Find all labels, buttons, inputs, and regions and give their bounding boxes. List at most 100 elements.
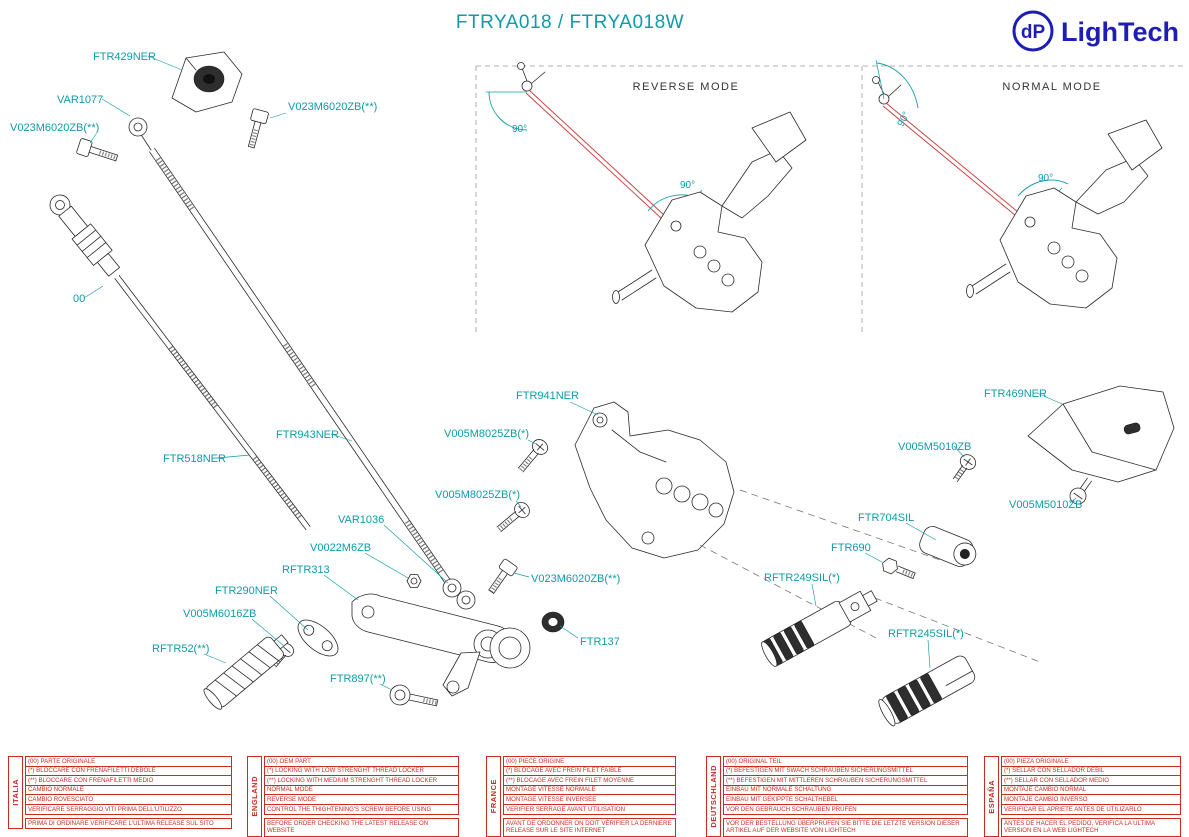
part-label-17: FTR897(**) xyxy=(330,673,386,685)
legend-row: VERIFICAR EL APRIETE ANTES DE UTILIZARLO xyxy=(1004,805,1142,813)
legend-row: (**) BLOCAGE AVEC FREIN FILET MOYENNE xyxy=(504,776,675,786)
footpeg-assembly xyxy=(699,489,1041,727)
legend-box-england: ENGLAND(00) OEM PART(*) LOCKING WITH LOW… xyxy=(247,756,459,837)
part-label-21: V005M5010ZB xyxy=(898,441,971,453)
leader-line-20 xyxy=(1036,392,1063,405)
leader-line-8 xyxy=(569,401,599,416)
leader-line-19 xyxy=(559,625,579,639)
reverse-mode-inset xyxy=(486,62,807,313)
legend-row: (**) LOCKING WITH MEDIUM STRENGHT THREAD… xyxy=(265,776,458,786)
legend-row: CAMBIO NORMALE xyxy=(26,786,231,796)
part-label-12: V0022M6ZB xyxy=(310,542,371,554)
part-label-11: VAR1036 xyxy=(338,514,384,526)
part-label-23: FTR704SIL xyxy=(858,512,914,524)
legend-row: CAMBIO ROVESCIATO xyxy=(26,795,231,806)
inset-dividers xyxy=(475,65,1185,332)
lightech-logo: dP LighTech xyxy=(1007,6,1179,58)
part-label-18: V023M6020ZB(**) xyxy=(531,573,620,585)
part-label-6: FTR518NER xyxy=(163,453,226,465)
legend-language-strip: ESPAÑA xyxy=(984,756,999,837)
part-label-20: FTR469NER xyxy=(984,388,1047,400)
part-label-1: FTR429NER xyxy=(93,51,156,63)
legend-row: (*) BLOCAGE AVEC FREIN FILET FAIBLE xyxy=(504,767,675,777)
legend-note: BEFORE ORDER CHECKING THE LATEST RELEASE… xyxy=(264,817,459,837)
clamp-ftr429ner xyxy=(171,51,243,113)
part-label-16: RFTR52(**) xyxy=(152,643,209,655)
oem-part-00 xyxy=(49,194,120,277)
leader-line-12 xyxy=(364,552,409,579)
footpeg-rftr245sil xyxy=(878,655,976,727)
reverse-shift-lever xyxy=(517,62,546,92)
rod-end-var1077 xyxy=(128,117,152,151)
reverse-angle-label-2: 90° xyxy=(680,180,695,191)
legend-row: MONTAJE CAMBIO INVERSO xyxy=(1002,795,1180,806)
bolt-v005m8025zb-2 xyxy=(496,501,530,532)
legend-row: (*) LOCKING WITH LOW STRENGHT THREAD LOC… xyxy=(265,767,458,777)
legend-note: AVANT DE ORDONNER ON DOIT VÉRIFIER LA DE… xyxy=(503,817,676,837)
legend-row: (00) PARTE ORIGINALE xyxy=(26,757,231,767)
leader-line-17 xyxy=(379,683,393,691)
legend-note: PRIMA DI ORDINARE VERIFICARE L'ULTIMA RE… xyxy=(25,817,232,830)
hex-bolt-ftr690 xyxy=(882,557,916,579)
lightech-monogram: dP xyxy=(1021,22,1046,43)
legend-section: ITALIA(00) PARTE ORIGINALE(*) BLOCCARE C… xyxy=(0,756,1189,837)
legend-language-strip: DEUTSCHLAND xyxy=(706,756,721,837)
leader-line-22 xyxy=(1069,497,1077,504)
normal-shift-lever xyxy=(872,76,902,105)
leader-line-26 xyxy=(927,639,931,669)
pivot-boss xyxy=(489,627,531,669)
part-label-10: V005M8025ZB(*) xyxy=(435,489,520,501)
part-label-26: RFTR245SIL(*) xyxy=(888,628,964,640)
heel-plate-ftr469ner xyxy=(1027,385,1175,483)
shift-rod-long xyxy=(149,147,451,585)
legend-row: VERIFICARE SERRAGGIO VITI PRIMA DELL'UTI… xyxy=(28,805,182,813)
legend-row: EINBAU MIT GEKIPPTE SCHALTHEBEL xyxy=(724,795,967,806)
leader-line-13 xyxy=(323,574,359,601)
leader-line-1 xyxy=(147,55,183,71)
link-ftr290ner xyxy=(297,619,339,657)
legend-row: MONTAGE VITESSE NORMALE xyxy=(504,786,675,796)
leader-line-15 xyxy=(251,618,285,647)
rearset-bracket-ftr941ner xyxy=(496,401,735,559)
lightech-emblem-icon: dP xyxy=(1012,10,1054,52)
reverse-angle-label-1: 90° xyxy=(512,124,527,135)
legend-row: (*) SELLAR CON SELLADOR DEBIL xyxy=(1002,767,1180,777)
reverse-rearset-drawing xyxy=(612,111,807,313)
leader-line-16 xyxy=(203,653,227,664)
leader-line-21 xyxy=(953,445,965,458)
leader-line-24 xyxy=(864,552,883,563)
reverse-mode-caption: REVERSE MODE xyxy=(633,81,740,93)
normal-angle-label-2: 90° xyxy=(1038,173,1053,184)
legend-row: CONTROL THE THIGHTENING'S SCREW BEFORE U… xyxy=(267,805,432,813)
bearing-ftr137 xyxy=(541,611,565,633)
heel-guard-assembly xyxy=(952,385,1175,505)
leader-line-10 xyxy=(515,500,522,508)
footpeg-rftr249sil xyxy=(761,590,878,667)
reverse-linkage-rod xyxy=(525,89,679,232)
part-label-2: VAR1077 xyxy=(57,94,103,106)
legend-box-italia: ITALIA(00) PARTE ORIGINALE(*) BLOCCARE C… xyxy=(8,756,232,830)
leader-line-4 xyxy=(269,112,287,119)
normal-mode-inset xyxy=(872,59,1163,309)
legend-row: (00) ORIGINAL TEIL xyxy=(724,757,967,767)
legend-row: (**) SELLAR CON SELLADOR MEDIO xyxy=(1002,776,1180,786)
part-label-24: FTR690 xyxy=(831,542,871,554)
legend-row: (00) PIEZA ORIGINALE xyxy=(1002,757,1180,767)
leader-line-9 xyxy=(527,439,537,445)
legend-language-strip: ITALIA xyxy=(8,756,23,830)
legend-note: VOR DER BESTELLUNG ÜBERPRÜFEN SIE BITTE … xyxy=(723,817,968,837)
bolt-v005m8025zb-1 xyxy=(518,439,549,473)
leader-line-23 xyxy=(905,522,937,541)
legend-row: (**) BLOCCARE CON FRENAFILETTI MEDIO xyxy=(26,776,231,786)
part-label-3: V023M6020ZB(**) xyxy=(10,122,99,134)
legend-row: MONTAJE CAMBIO NORMAL xyxy=(1002,786,1180,796)
part-label-8: FTR941NER xyxy=(516,390,579,402)
screw-v005m5010zb-1 xyxy=(952,454,977,482)
nut-v0022m6zb xyxy=(406,574,422,588)
bolt-v023m6020zb-mid xyxy=(488,558,518,594)
legend-box-españa: ESPAÑA(00) PIEZA ORIGINALE(*) SELLAR CON… xyxy=(984,756,1181,837)
leader-line-3 xyxy=(89,133,97,144)
legend-box-deutschland: DEUTSCHLAND(00) ORIGINAL TEIL(*) BEFESTI… xyxy=(706,756,968,837)
